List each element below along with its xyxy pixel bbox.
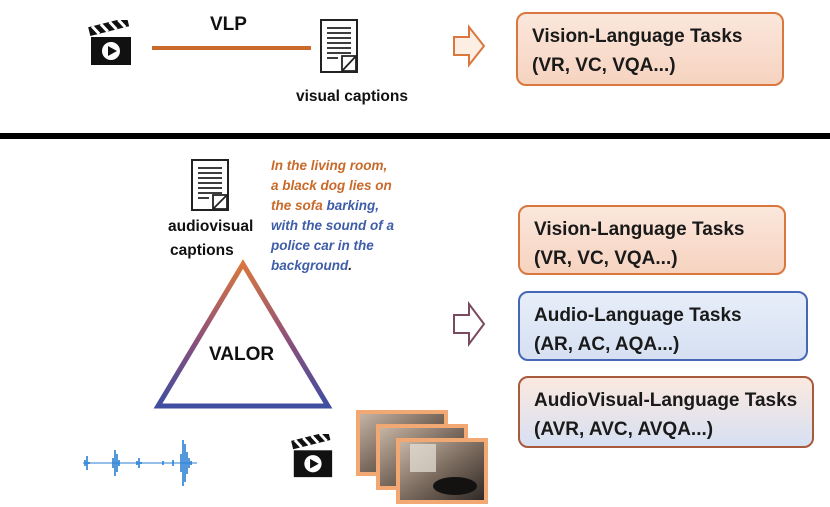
- audiovisual-caption-example: In the living room, a black dog lies on …: [271, 156, 421, 276]
- audiovisual-captions-line2: captions: [170, 242, 234, 259]
- clapperboard-icon: [291, 434, 333, 478]
- audiovisual-language-task-box: AudioVisual-Language Tasks (AVR, AVC, AV…: [518, 376, 814, 448]
- audiovisual-captions-label: audiovisual captions: [168, 215, 253, 263]
- task-subtitle: (VR, VC, VQA...): [532, 55, 676, 76]
- caption-text-audio: background: [271, 258, 349, 273]
- caption-text-visual: the sofa: [271, 198, 323, 213]
- vlp-connector-line: [152, 46, 311, 50]
- clapperboard-icon: [88, 20, 131, 65]
- top-vision-language-task-box: Vision-Language Tasks (VR, VC, VQA...): [516, 12, 784, 86]
- document-icon: [320, 19, 358, 73]
- vlp-label: VLP: [210, 14, 247, 35]
- caption-text-visual: a black dog lies on: [271, 178, 392, 193]
- arrow-right-icon: [453, 301, 486, 347]
- caption-text-visual: In the living room,: [271, 158, 388, 173]
- caption-text-period: .: [348, 258, 353, 273]
- valor-triangle: [153, 259, 333, 409]
- document-icon: [191, 159, 229, 211]
- valor-label: VALOR: [209, 344, 275, 365]
- vision-language-task-box: Vision-Language Tasks (VR, VC, VQA...): [518, 205, 786, 275]
- task-title: Audio-Language Tasks: [534, 305, 742, 326]
- task-title: Vision-Language Tasks: [534, 219, 745, 240]
- task-subtitle: (AVR, AVC, AVQA...): [534, 419, 714, 440]
- task-title: Vision-Language Tasks: [532, 26, 743, 47]
- caption-text-audio: with the sound of a: [271, 218, 394, 233]
- audiovisual-captions-line1: audiovisual: [168, 218, 254, 235]
- task-title: AudioVisual-Language Tasks: [534, 390, 798, 411]
- task-subtitle: (VR, VC, VQA...): [534, 248, 678, 269]
- caption-text-audio: barking,: [326, 198, 380, 213]
- caption-text-audio: police car in the: [271, 238, 374, 253]
- visual-captions-label: visual captions: [296, 88, 408, 105]
- waveform-icon: [83, 440, 197, 486]
- video-frames-icon: [356, 410, 488, 504]
- audio-language-task-box: Audio-Language Tasks (AR, AC, AQA...): [518, 291, 808, 361]
- task-subtitle: (AR, AC, AQA...): [534, 334, 680, 355]
- arrow-right-icon: [453, 24, 486, 68]
- section-divider: [0, 133, 830, 139]
